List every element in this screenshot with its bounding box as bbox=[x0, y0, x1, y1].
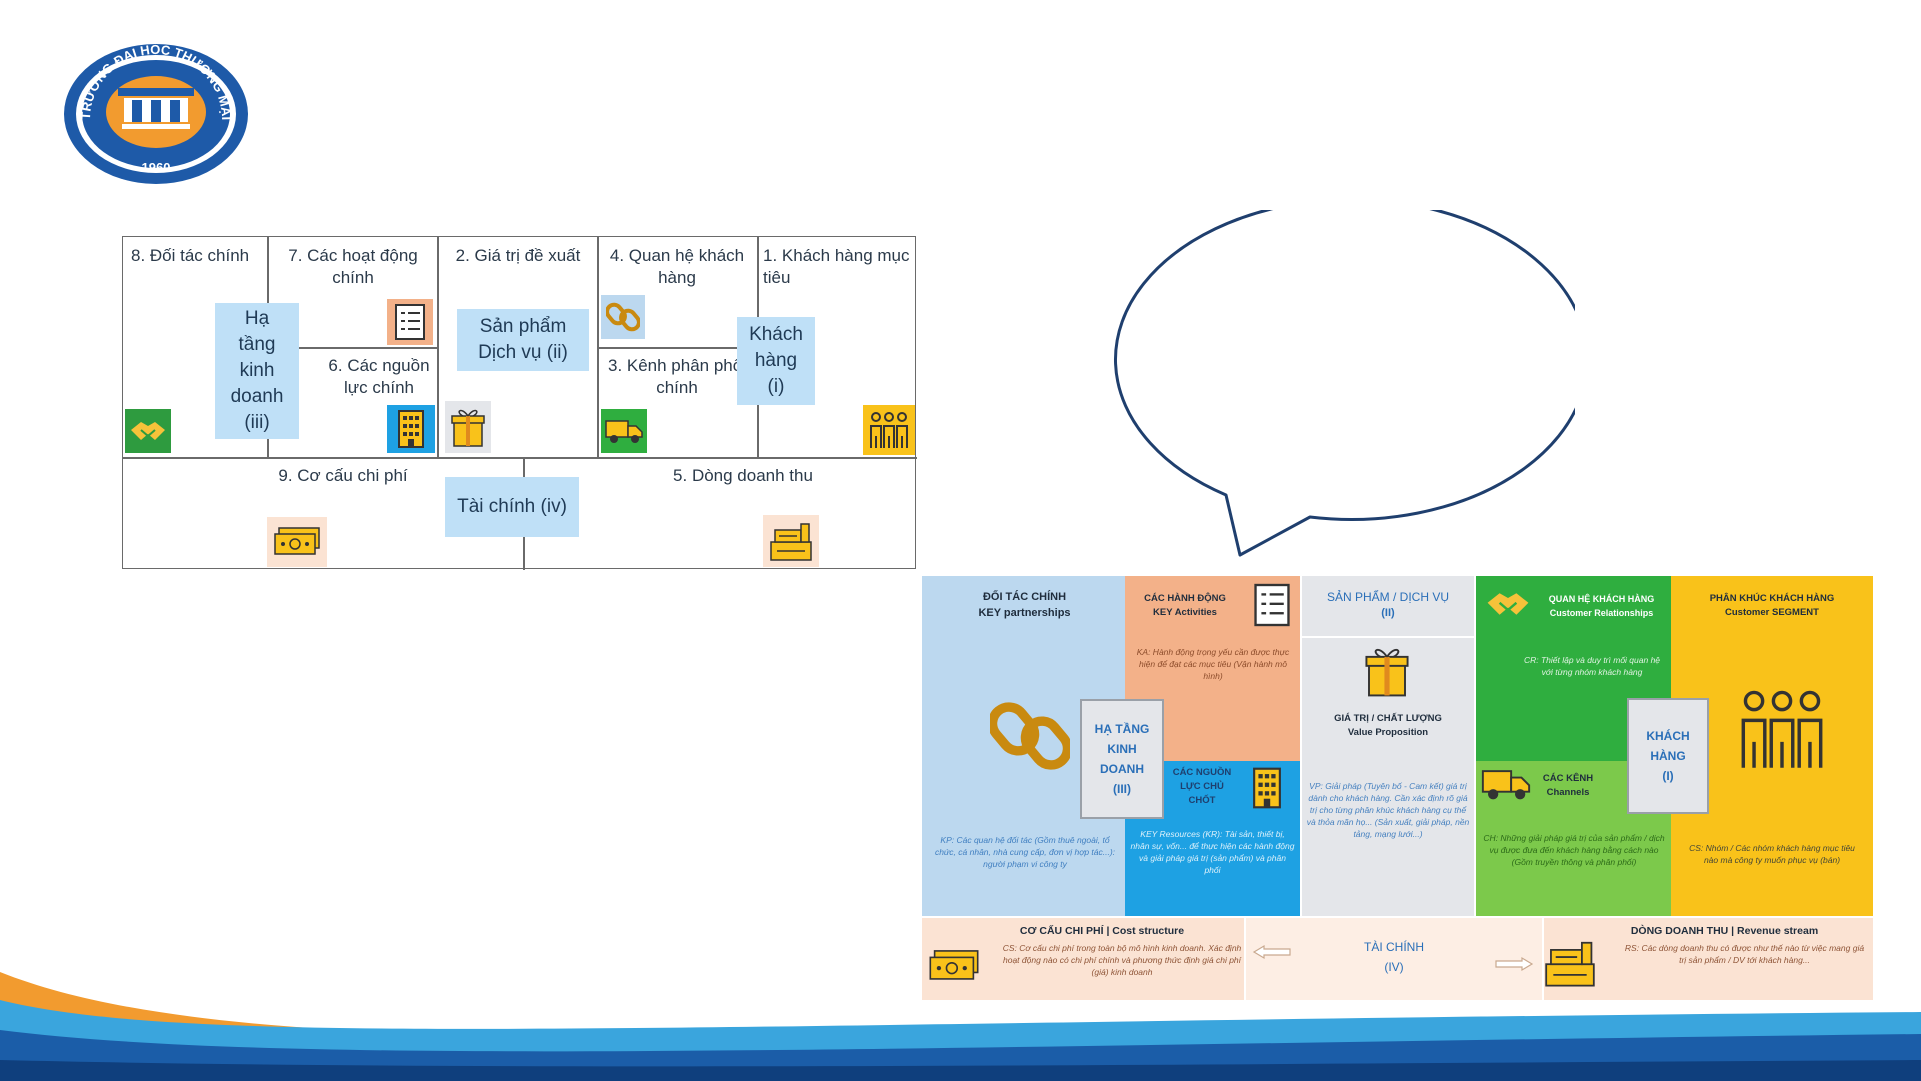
partners-title: ĐỐI TÁC CHÍNH bbox=[982, 591, 1067, 603]
block-title-segments: 1. Khách hàng mục tiêu bbox=[763, 246, 910, 287]
logo-year: 1960 bbox=[142, 160, 171, 175]
building-icon bbox=[1253, 767, 1281, 809]
handshake-icon bbox=[1487, 593, 1529, 615]
arrow-right-icon bbox=[1495, 956, 1534, 972]
segments-subtitle: Customer SEGMENT bbox=[1725, 607, 1819, 618]
delivery-truck-icon bbox=[601, 409, 647, 453]
segments-title: PHÂN KHÚC KHÁCH HÀNG bbox=[1709, 593, 1835, 604]
cash-register-icon bbox=[763, 515, 819, 567]
speech-bubble bbox=[1114, 210, 1575, 557]
block-title-revenue: 5. Dòng doanh thu bbox=[673, 466, 813, 485]
cost-desc: CS: Cơ cấu chi phí trong toàn bộ mô hình… bbox=[1002, 943, 1242, 977]
arrow-left-icon bbox=[1252, 944, 1291, 960]
activities-subtitle: KEY Activities bbox=[1153, 607, 1217, 618]
customer-label: KHÁCH HÀNG (I) bbox=[1627, 698, 1709, 814]
value-title: SẢN PHẨM / DỊCH VỤ bbox=[1326, 590, 1449, 604]
segments-desc: CS: Nhóm / Các nhóm khách hàng mục tiêu … bbox=[1689, 843, 1855, 865]
business-model-canvas-detailed: ĐỐI TÁC CHÍNH KEY partnerships KP: Các q… bbox=[922, 576, 1873, 1000]
checklist-icon bbox=[1254, 583, 1290, 627]
revenue-title: DÒNG DOANH THU | Revenue stream bbox=[1630, 925, 1819, 937]
value-desc: VP: Giải pháp (Tuyên bố - Cam kết) giá t… bbox=[1306, 781, 1470, 839]
cash-icon bbox=[267, 517, 327, 567]
channels-desc: CH: Những giải pháp giá trị của sản phẩm… bbox=[1483, 833, 1665, 867]
finance-label-l1: TÀI CHÍNH bbox=[1364, 940, 1424, 954]
university-logo: TRƯỜNG ĐẠI HỌC THƯƠNG MẠI 1960 bbox=[64, 42, 248, 184]
block-title-activities: 7. Các hoạt động chính bbox=[288, 246, 418, 287]
block-title-cost: 9. Cơ cấu chi phí bbox=[278, 466, 408, 485]
channels-subtitle: Channels bbox=[1546, 787, 1590, 798]
block-title-partners: 8. Đối tác chính bbox=[131, 246, 250, 265]
block-title-channels: 3. Kênh phân phối chính bbox=[607, 356, 746, 397]
value-head: GIÁ TRỊ / CHẤT LƯỢNG bbox=[1334, 713, 1442, 724]
finance-label-l2: (IV) bbox=[1384, 960, 1404, 974]
value-block bbox=[1300, 576, 1476, 916]
building-icon bbox=[387, 405, 435, 453]
activities-title: CÁC HÀNH ĐỘNG bbox=[1144, 593, 1226, 604]
gift-icon bbox=[445, 401, 491, 453]
revenue-block bbox=[1544, 916, 1873, 1000]
resources-desc: KEY Resources (KR): Tài sản, thiết bị, n… bbox=[1130, 829, 1295, 875]
resources-title: CÁC NGUỒN LỰC CHỦ CHỐT bbox=[1172, 767, 1232, 806]
finance-block bbox=[1244, 916, 1544, 1000]
label-product: Sản phẩm Dịch vụ (ii) bbox=[457, 309, 589, 371]
delivery-truck-icon bbox=[1481, 770, 1531, 800]
infrastructure-label: HẠ TẦNG KINH DOANH (III) bbox=[1080, 699, 1164, 819]
handshake-icon bbox=[125, 409, 171, 453]
revenue-desc: RS: Các dòng doanh thu có được như thế n… bbox=[1624, 943, 1865, 965]
people-group-icon bbox=[1741, 690, 1823, 768]
relationships-subtitle: Customer Relationships bbox=[1549, 608, 1654, 618]
label-customer: Khách hàng (i) bbox=[737, 317, 815, 405]
partners-desc: KP: Các quan hệ đối tác (Gồm thuê ngoài,… bbox=[934, 835, 1116, 869]
footer-wave bbox=[0, 972, 1921, 1081]
block-title-value: 2. Giá trị đề xuất bbox=[455, 246, 581, 265]
cash-register-icon bbox=[1545, 941, 1595, 987]
business-model-canvas: 8. Đối tác chính 7. Các hoạt động chính … bbox=[122, 236, 917, 570]
block-title-relationships: 4. Quan hệ khách hàng bbox=[609, 246, 745, 287]
chain-link-icon bbox=[990, 702, 1070, 770]
checklist-icon bbox=[387, 299, 433, 345]
chain-link-icon bbox=[601, 295, 645, 339]
block-title-resources: 6. Các nguồn lực chính bbox=[328, 356, 430, 397]
value-subtitle: (II) bbox=[1381, 607, 1395, 619]
value-head2: Value Proposition bbox=[1347, 727, 1429, 738]
cash-icon bbox=[929, 950, 979, 980]
channels-title: CÁC KÊNH bbox=[1542, 773, 1594, 784]
label-finance: Tài chính (iv) bbox=[445, 477, 579, 537]
people-group-icon bbox=[863, 405, 915, 455]
label-infrastructure: Hạ tầng kinh doanh (iii) bbox=[215, 303, 299, 439]
cost-title: CƠ CẤU CHI PHÍ | Cost structure bbox=[1019, 925, 1185, 937]
activities-desc: KA: Hành động trọng yếu cần được thực hi… bbox=[1136, 647, 1290, 681]
relationships-title: QUAN HỆ KHÁCH HÀNG bbox=[1548, 594, 1655, 604]
gift-icon bbox=[1365, 648, 1409, 697]
relationships-desc: CR: Thiết lập và duy trì mối quan hệ với… bbox=[1523, 655, 1661, 677]
partners-subtitle: KEY partnerships bbox=[978, 607, 1071, 619]
